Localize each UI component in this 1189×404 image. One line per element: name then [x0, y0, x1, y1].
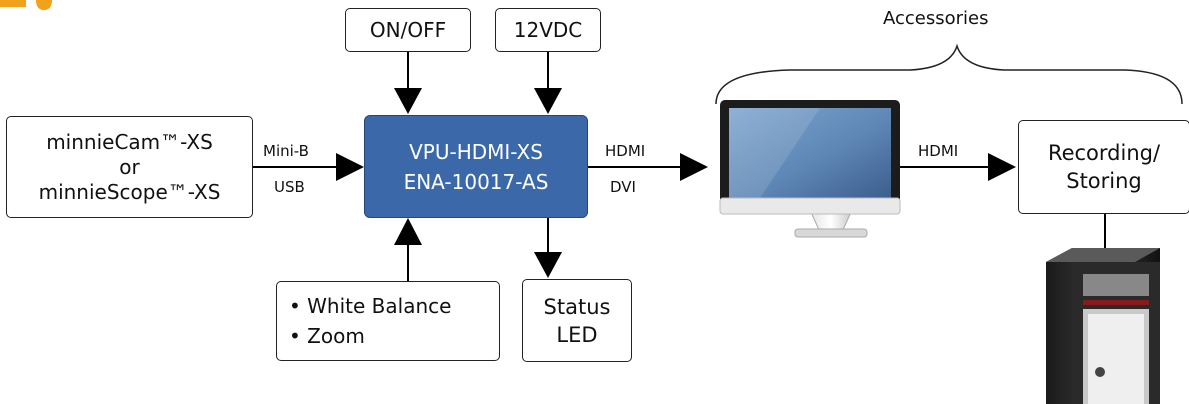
recording-node: Recording/ Storing: [1018, 120, 1189, 214]
power-node: 12VDC: [495, 8, 601, 52]
vpu-node: VPU-HDMI-XS ENA-10017-AS: [364, 115, 588, 218]
controls-node: • White Balance • Zoom: [276, 281, 500, 361]
controls-item-label: Zoom: [307, 324, 365, 348]
recording-line-1: Recording/: [1047, 141, 1161, 165]
accessories-brace: [715, 43, 1183, 105]
onoff-label: ON/OFF: [369, 17, 447, 42]
recording-line-2: Storing: [1066, 169, 1142, 193]
arrow-vpu-to-status: [534, 218, 562, 278]
status-line-2: LED: [556, 322, 598, 347]
edge-label-usb: USB: [274, 178, 305, 196]
logo-fragment: [0, 0, 60, 14]
logo-fragment-graphic: [0, 0, 52, 10]
computer-tower-icon: [1046, 248, 1160, 404]
edge-label-dvi: DVI: [610, 178, 636, 196]
controls-item-white-balance: • White Balance: [289, 294, 452, 318]
accessories-title: Accessories: [883, 8, 989, 29]
camera-line-1: minnieCam™-XS: [46, 129, 213, 154]
onoff-node: ON/OFF: [345, 8, 471, 52]
arrow-camera-to-vpu: [253, 153, 364, 181]
arrow-vpu-to-monitor: [588, 153, 708, 181]
power-label: 12VDC: [513, 17, 583, 42]
vpu-line-1: VPU-HDMI-XS: [409, 139, 543, 164]
camera-line-2: or: [119, 154, 140, 179]
edge-label-hdmi-out: HDMI: [605, 142, 646, 160]
camera-line-3: minnieScope™-XS: [38, 179, 221, 204]
controls-item-label: White Balance: [307, 294, 452, 318]
vpu-line-2: ENA-10017-AS: [403, 169, 549, 194]
arrow-monitor-to-recording: [900, 153, 1016, 181]
controls-item-zoom: • Zoom: [289, 324, 365, 348]
camera-node: minnieCam™-XS or minnieScope™-XS: [6, 116, 253, 218]
arrow-power-to-vpu: [534, 52, 562, 114]
status-line-1: Status: [543, 294, 611, 319]
edge-label-mini-b: Mini-B: [263, 142, 309, 160]
monitor-icon: [719, 100, 901, 238]
edge-label-hdmi-recording: HDMI: [918, 142, 959, 160]
arrow-controls-to-vpu: [394, 218, 422, 281]
status-led-node: Status LED: [522, 279, 632, 362]
arrow-onoff-to-vpu: [394, 52, 422, 114]
